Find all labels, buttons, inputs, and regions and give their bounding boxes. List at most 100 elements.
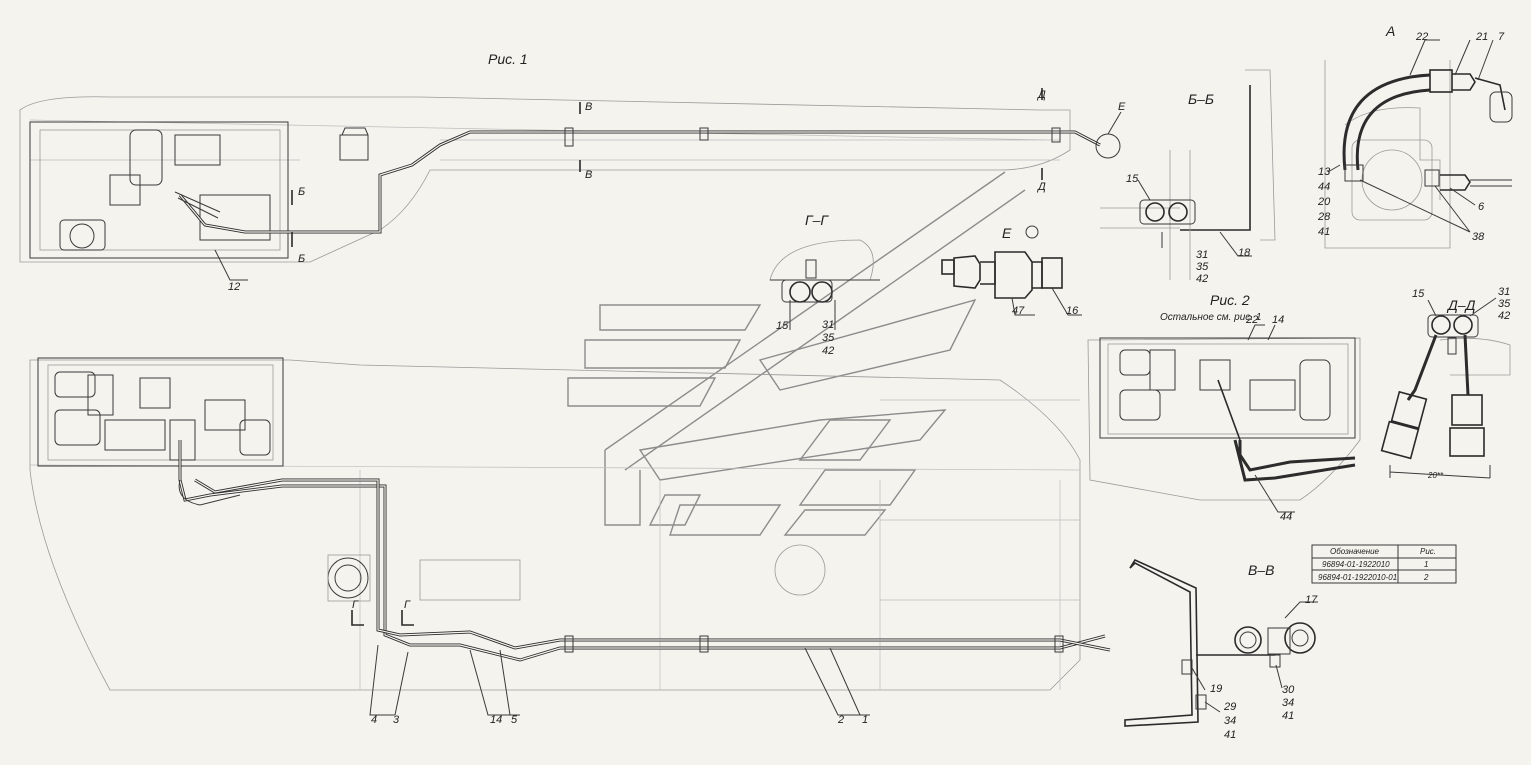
callout-3: 3	[393, 714, 400, 726]
cut-v-top: В	[585, 101, 592, 113]
vv-callout-41b: 41	[1282, 710, 1294, 722]
spec-row2-fig: 2	[1423, 573, 1429, 582]
fig1-valve-block	[174, 134, 221, 166]
fig2-view: Рис. 2 Остальное см. рис. 1 22 14 44	[1087, 292, 1361, 523]
vv-callout-34: 34	[1224, 715, 1236, 727]
bb-callout-31: 31	[1196, 249, 1208, 261]
fig1-vertical-pipe	[129, 129, 163, 186]
callout-12: 12	[228, 281, 240, 293]
a-callout-13: 13	[1318, 166, 1331, 178]
cut-d-bottom: Д	[1036, 181, 1046, 193]
watermark-logo	[567, 171, 1026, 536]
plan-equipment-box	[37, 357, 284, 467]
view-e-title: Е	[1002, 225, 1012, 241]
fig1-filter	[69, 223, 95, 249]
bb-callout-35: 35	[1196, 261, 1209, 273]
fig1-filler-cap	[341, 127, 369, 136]
a-callout-6: 6	[1478, 201, 1485, 213]
vv-callout-41: 41	[1224, 729, 1236, 741]
section-gg: Г–Г 15 31 35 42	[769, 212, 880, 357]
section-dd: Д–Д 20** 15 31 35 42	[1380, 286, 1511, 480]
cut-b-bottom: Б	[298, 253, 305, 265]
fig2-callout-14: 14	[1272, 314, 1284, 326]
spec-row2-designation: 96894-01-1922010-01	[1318, 573, 1397, 582]
bb-callout-18: 18	[1238, 247, 1251, 259]
vv-callout-19: 19	[1210, 683, 1222, 695]
cut-v-bottom: В	[585, 169, 592, 181]
fig1-equipment-inner	[39, 129, 281, 251]
fig1-clamp-2	[699, 127, 709, 141]
dd-callout-31: 31	[1498, 286, 1510, 298]
fitting-nut-1	[953, 255, 981, 289]
view-e-callout-16: 16	[1066, 305, 1079, 317]
spec-table: Обозначение Рис. 96894-01-1922010 1 9689…	[1311, 544, 1457, 584]
plan-main-pipe	[178, 440, 1106, 662]
cut-g-mark	[351, 610, 364, 626]
cut-e-label: Е	[1118, 101, 1126, 113]
fig1-main-pipe	[178, 130, 1101, 234]
a-callout-44: 44	[1318, 181, 1330, 193]
cut-b-top: Б	[298, 186, 305, 198]
plan-body-outline	[29, 359, 1081, 691]
cut-g-right: Г	[404, 599, 411, 611]
vv-callout-34b: 34	[1282, 697, 1294, 709]
fitting-end	[1041, 257, 1063, 289]
bb-callout-42: 42	[1196, 273, 1208, 285]
spec-header-fig: Рис.	[1420, 547, 1436, 556]
spec-row1-fig: 1	[1424, 560, 1428, 569]
fig1-clamp-3	[1051, 127, 1061, 143]
section-vv: В–В 17 19 29 34 41 30 34 41	[1124, 558, 1318, 741]
fig1-filter-housing	[59, 219, 106, 251]
fig2-note: Остальное см. рис. 1	[1160, 312, 1261, 323]
a-callout-22: 22	[1415, 31, 1428, 43]
fig2-callout-22: 22	[1245, 314, 1258, 326]
fig2-title: Рис. 2	[1210, 292, 1250, 308]
gg-callout-31: 31	[822, 319, 834, 331]
vv-callout-30: 30	[1282, 684, 1295, 696]
spec-row1-designation: 96894-01-1922010	[1322, 560, 1390, 569]
section-dd-title: Д–Д	[1446, 297, 1476, 313]
callout-5: 5	[511, 714, 518, 726]
fig2-pipe	[1238, 440, 1356, 472]
section-gg-title: Г–Г	[805, 212, 829, 228]
section-vv-title: В–В	[1248, 562, 1274, 578]
section-bb: Б–Б 15 31 35 42 18	[1100, 69, 1276, 285]
view-a: А 22 21 7 13 44 20 28 41 6 38	[1317, 23, 1513, 249]
fig2-equipment-box	[1099, 337, 1356, 439]
callout-4: 4	[371, 714, 377, 726]
a-callout-20: 20	[1317, 196, 1331, 208]
gg-callout-15: 15	[776, 320, 789, 332]
callout-14: 14	[490, 714, 502, 726]
callout-2: 2	[837, 714, 844, 726]
view-e: Е 47 16	[941, 225, 1082, 317]
vv-bracket	[1124, 558, 1199, 727]
cut-g-left: Г	[352, 599, 359, 611]
a-callout-7: 7	[1498, 31, 1505, 43]
cut-d-top: Д	[1036, 89, 1046, 101]
view-a-bent-pipe	[1342, 73, 1431, 171]
vv-callout-17: 17	[1305, 594, 1318, 606]
gg-callout-35: 35	[822, 332, 835, 344]
dd-dimension: 20**	[1427, 471, 1444, 480]
vv-callout-29: 29	[1223, 701, 1236, 713]
bb-callout-15: 15	[1126, 173, 1139, 185]
a-callout-38: 38	[1472, 231, 1485, 243]
callout-1: 1	[862, 714, 868, 726]
fig1-detail-e-circle	[1095, 133, 1121, 159]
plan-round-hatch	[327, 557, 369, 599]
fig1-pump	[109, 174, 141, 206]
plan-frame-lines	[29, 464, 1081, 690]
a-callout-21: 21	[1475, 31, 1488, 43]
fig1-title: Рис. 1	[488, 51, 528, 67]
dd-callout-15: 15	[1412, 288, 1425, 300]
view-a-title: А	[1385, 23, 1395, 39]
fig1-equipment-box	[29, 121, 289, 259]
fig1-hose	[174, 191, 221, 219]
view-e-callout-47: 47	[1012, 305, 1025, 317]
fig1-filler-neck	[339, 134, 369, 161]
gg-callout-42: 42	[822, 345, 834, 357]
spec-header-designation: Обозначение	[1330, 547, 1380, 556]
dd-callout-35: 35	[1498, 298, 1511, 310]
dd-callout-42: 42	[1498, 310, 1510, 322]
